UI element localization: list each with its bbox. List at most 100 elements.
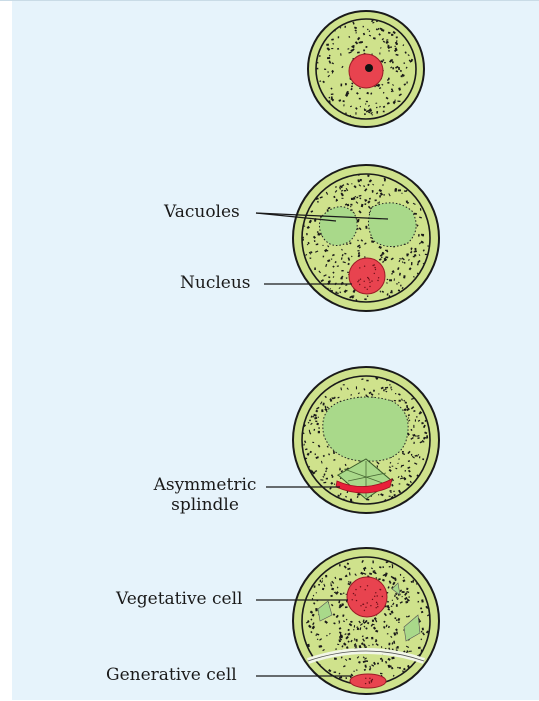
stage-1-nucleus: [349, 54, 383, 88]
nucleus-granule: [367, 602, 368, 603]
cytoplasm-speckle: [402, 591, 405, 593]
cytoplasm-speckle: [403, 577, 404, 578]
nucleus-granule: [375, 592, 376, 593]
cytoplasm-speckle: [398, 189, 401, 191]
cytoplasm-speckle: [312, 416, 314, 417]
cytoplasm-speckle: [356, 386, 357, 389]
nucleus-granule: [359, 267, 360, 268]
cytoplasm-speckle: [383, 194, 385, 195]
cytoplasm-speckle: [316, 244, 319, 246]
cytoplasm-speckle: [383, 111, 385, 113]
stage-1-nucleolus: [365, 64, 373, 72]
cytoplasm-speckle: [401, 75, 403, 77]
nucleus-granule: [378, 277, 379, 278]
cytoplasm-speckle: [400, 574, 401, 576]
cytoplasm-speckle: [364, 109, 366, 111]
nucleus-granule: [372, 599, 373, 600]
nucleus-granule: [377, 595, 378, 596]
vegetative-nucleus: [347, 577, 387, 617]
cytoplasm-speckle: [399, 483, 401, 484]
label-vegetative-cell: Vegetative cell: [116, 589, 242, 609]
nucleus-granule: [369, 681, 370, 682]
cytoplasm-speckle: [380, 673, 383, 675]
cytoplasm-speckle: [357, 250, 359, 251]
cytoplasm-speckle: [389, 496, 391, 497]
label-spindle-line1: Asymmetric: [144, 475, 266, 495]
nucleus-granule: [374, 273, 375, 274]
cytoplasm-speckle: [316, 423, 319, 426]
nucleus-granule: [376, 607, 377, 608]
nucleus-granule: [376, 602, 377, 603]
nucleus-granule: [355, 589, 356, 590]
cytoplasm-speckle: [318, 584, 320, 586]
vacuole-right: [368, 203, 416, 247]
nucleus-granule: [358, 280, 359, 281]
cytoplasm-speckle: [418, 647, 421, 649]
cytoplasm-speckle: [399, 400, 401, 402]
cytoplasm-speckle: [346, 244, 347, 245]
nucleus-granule: [369, 279, 370, 280]
nucleus-granule: [356, 600, 357, 601]
cytoplasm-speckle: [364, 646, 366, 648]
nucleus-granule: [367, 289, 368, 290]
cytoplasm-speckle: [396, 36, 398, 38]
cytoplasm-speckle: [413, 425, 414, 428]
cytoplasm-speckle: [412, 580, 414, 583]
cytoplasm-speckle: [365, 660, 368, 662]
cytoplasm-speckle: [418, 234, 420, 237]
nucleus-granule: [371, 280, 372, 281]
cytoplasm-speckle: [377, 663, 379, 665]
cytoplasm-speckle: [339, 564, 340, 566]
cytoplasm-speckle: [394, 189, 396, 192]
cytoplasm-speckle: [339, 187, 340, 188]
cytoplasm-speckle: [400, 285, 401, 287]
cytoplasm-speckle: [387, 633, 389, 634]
nucleus-granule: [364, 281, 365, 282]
cytoplasm-speckle: [398, 622, 400, 623]
cytoplasm-speckle: [389, 279, 392, 281]
cytoplasm-speckle: [415, 248, 417, 251]
nucleus-granule: [369, 282, 370, 283]
nucleus-granule: [368, 278, 369, 279]
cytoplasm-speckle: [327, 71, 329, 73]
cytoplasm-speckle: [384, 62, 386, 63]
cytoplasm-speckle: [340, 278, 342, 280]
nucleus-granule: [360, 605, 361, 606]
stage-2-vacuolated: [293, 165, 439, 311]
stage-4-two-celled: [293, 548, 439, 694]
cytoplasm-speckle: [366, 380, 368, 382]
cytoplasm-speckle: [376, 111, 378, 114]
cytoplasm-speckle: [316, 68, 319, 70]
cytoplasm-speckle: [394, 494, 396, 496]
cytoplasm-speckle: [412, 434, 413, 436]
cytoplasm-speckle: [344, 26, 346, 28]
cytoplasm-speckle: [366, 101, 368, 103]
cytoplasm-speckle: [396, 604, 398, 607]
cytoplasm-speckle: [323, 256, 325, 258]
cytoplasm-speckle: [395, 393, 396, 394]
cytoplasm-speckle: [415, 419, 416, 421]
nucleus-granule: [382, 596, 383, 597]
nucleus-granule: [353, 593, 354, 594]
cytoplasm-speckle: [341, 270, 343, 271]
cytoplasm-speckle: [399, 667, 401, 669]
cytoplasm-speckle: [364, 569, 365, 571]
cytoplasm-speckle: [327, 57, 330, 59]
stage-2-nucleus: [349, 258, 385, 294]
nucleus-granule: [369, 286, 370, 287]
nucleus-granule: [364, 287, 365, 288]
cytoplasm-speckle: [348, 634, 350, 635]
cytoplasm-speckle: [339, 578, 342, 580]
stage-3-mitosis: [293, 367, 439, 513]
cytoplasm-speckle: [353, 671, 354, 672]
cytoplasm-speckle: [367, 29, 368, 30]
cytoplasm-speckle: [388, 50, 390, 52]
nucleus-granule: [374, 267, 375, 268]
cytoplasm-speckle: [349, 658, 351, 660]
cytoplasm-speckle: [350, 206, 351, 207]
nucleus-granule: [365, 607, 366, 608]
cytoplasm-speckle: [388, 32, 391, 34]
cytoplasm-speckle: [321, 409, 323, 412]
cytoplasm-speckle: [351, 621, 353, 623]
